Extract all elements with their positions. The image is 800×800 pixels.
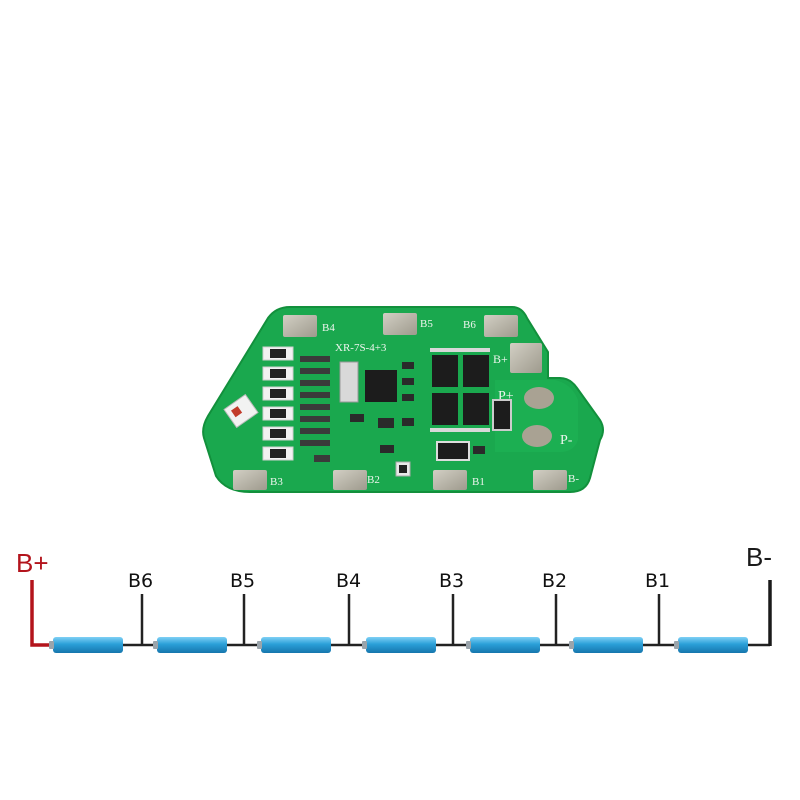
pad-b-minus	[533, 470, 567, 490]
balance-resistor-column	[262, 346, 294, 461]
pad-p-minus	[522, 425, 552, 447]
tap-wire-b6: B6	[128, 570, 153, 645]
battery-cell-1	[49, 637, 123, 653]
label-b4: B4	[322, 322, 335, 334]
label-b-minus-board: B-	[568, 473, 579, 485]
tap-wire-b1: B1	[645, 570, 670, 645]
label-b6: B6	[463, 319, 476, 331]
battery-cell-3	[257, 637, 331, 653]
pad-b1	[433, 470, 467, 490]
label-p-minus: P-	[560, 433, 573, 448]
tap-wire-b4: B4	[336, 570, 361, 645]
label-b-plus-board: B+	[493, 352, 508, 366]
tap-wire-b2: B2	[542, 570, 567, 645]
label-b3: B3	[270, 476, 283, 488]
label-b5: B5	[420, 318, 433, 330]
label-b2: B2	[367, 474, 380, 486]
positive-lead	[30, 580, 50, 647]
smd-resistor-array	[300, 356, 330, 462]
battery-cell-7	[674, 637, 748, 653]
battery-cell-6	[569, 637, 643, 653]
small-diode-pair	[223, 393, 259, 429]
negative-label: B-	[746, 542, 772, 572]
battery-cell-2	[153, 637, 227, 653]
pad-b3	[233, 470, 267, 490]
pad-b-plus	[510, 343, 542, 373]
tap-label-b5: B5	[230, 570, 255, 592]
pad-b2	[333, 470, 367, 490]
battery-cell-5	[466, 637, 540, 653]
pad-b4	[283, 315, 317, 337]
board-model-label: XR-7S-4+3	[335, 342, 387, 354]
tap-wire-b3: B3	[439, 570, 464, 645]
protection-ic	[365, 370, 397, 402]
pad-b5	[383, 313, 417, 335]
capacitor-strip	[339, 361, 359, 403]
tap-label-b4: B4	[336, 570, 361, 592]
current-shunt	[492, 399, 512, 431]
misc-smd-parts	[350, 362, 414, 477]
tap-label-b1: B1	[645, 570, 670, 592]
p-terminal-area	[495, 380, 578, 452]
small-cap	[473, 446, 485, 454]
pad-p-plus	[524, 387, 554, 409]
bms-pcb-board: B4 B5 B6 B+ P+ P- B3 B2 B1 B- XR-7S-4+3	[202, 306, 604, 493]
tap-label-b2: B2	[542, 570, 567, 592]
tap-wire-b5: B5	[230, 570, 255, 645]
power-diode	[436, 441, 470, 461]
battery-cell-4	[362, 637, 436, 653]
tap-label-b3: B3	[439, 570, 464, 592]
mosfet-group	[430, 348, 490, 432]
tap-label-b6: B6	[128, 570, 153, 592]
series-cell-wiring: B+ B- B6 B5 B4 B3 B2 B1	[16, 542, 772, 653]
positive-label: B+	[16, 548, 49, 578]
pad-b6	[484, 315, 518, 337]
label-b1: B1	[472, 476, 485, 488]
